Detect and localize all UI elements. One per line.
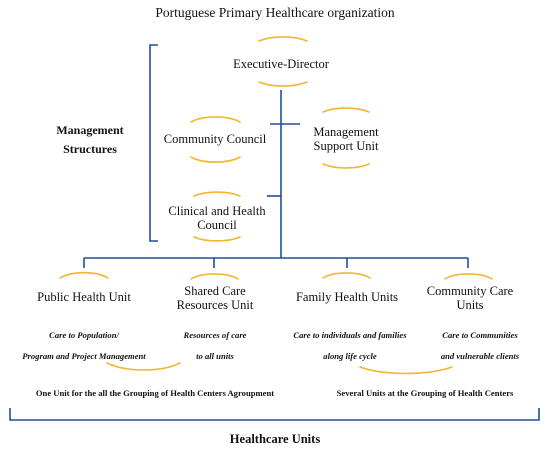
arc xyxy=(322,107,370,113)
arc xyxy=(190,156,241,163)
public-health-unit-description: Care to Population/ Program and Project … xyxy=(22,330,146,361)
management-support-unit-node: Management Support Unit xyxy=(313,125,379,153)
arc xyxy=(59,271,109,279)
executive-director-node: Executive-Director xyxy=(233,57,329,71)
family-health-units-node: Family Health Units xyxy=(295,290,399,304)
grouping-right-note: Several Units at the Grouping of Health … xyxy=(336,388,514,398)
clinical-health-council-node: Clinical and Health Council xyxy=(168,204,266,232)
arc xyxy=(444,273,493,280)
public-health-unit-node: Public Health Unit xyxy=(37,290,131,304)
arc xyxy=(258,81,308,87)
arc xyxy=(190,116,241,123)
management-bracket xyxy=(149,44,158,242)
shared-care-resources-unit-node: Shared Care Resources Unit xyxy=(176,284,254,312)
arc xyxy=(359,366,453,375)
community-care-units-node: Community Care Units xyxy=(426,284,514,312)
community-care-units-description: Care to Communities and vulnerable clien… xyxy=(440,330,520,361)
arc xyxy=(106,362,181,371)
arc xyxy=(193,191,241,197)
healthcare-units-label: Healthcare Units xyxy=(229,432,321,446)
arc xyxy=(258,36,308,42)
community-council-node: Community Council xyxy=(163,132,267,146)
family-health-units-description: Care to individuals and families along l… xyxy=(293,330,407,361)
page-title: Portuguese Primary Healthcare organizati… xyxy=(155,5,395,20)
arc xyxy=(190,273,239,280)
grouping-left-note: One Unit for the all the Grouping of Hea… xyxy=(35,388,275,398)
arc xyxy=(193,236,241,242)
management-structures-label: Management Structures xyxy=(56,123,124,157)
arc xyxy=(322,272,371,279)
healthcare-units-bracket xyxy=(9,408,540,421)
arc xyxy=(322,163,370,169)
shared-care-description: Resources of care to all units xyxy=(183,330,247,361)
